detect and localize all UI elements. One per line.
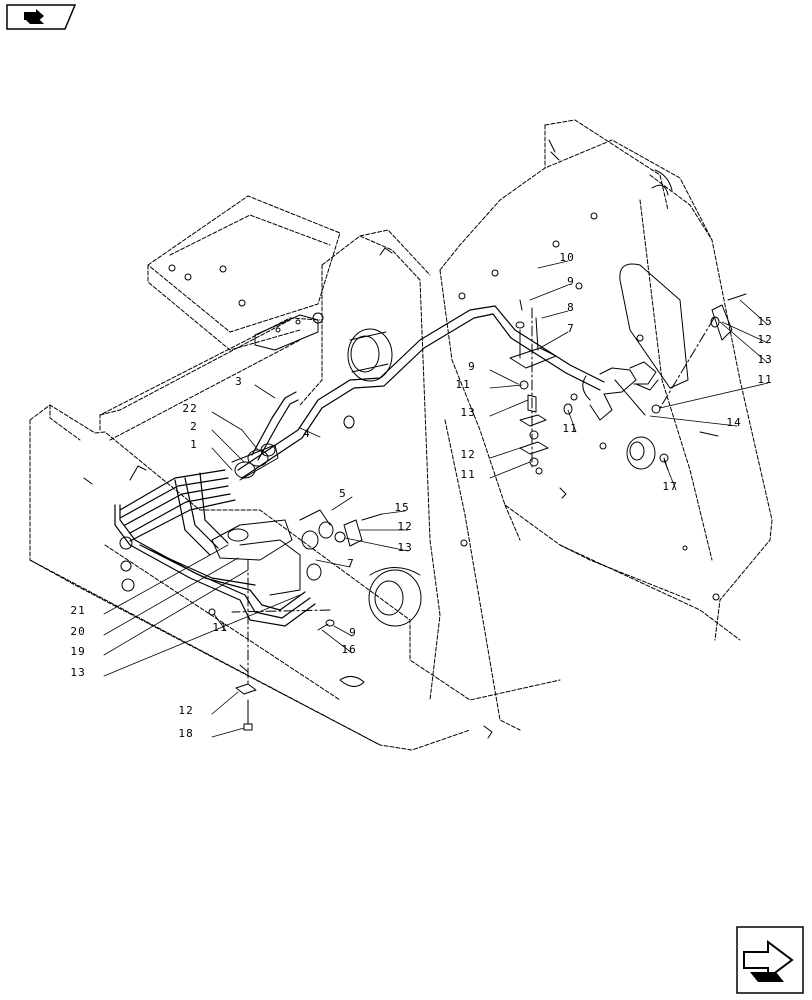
- callout-1: 1: [190, 438, 198, 451]
- center-bushing: [343, 328, 393, 429]
- callout-11: 11: [212, 621, 228, 634]
- callout-15: 15: [394, 501, 410, 514]
- next-page-button[interactable]: [736, 926, 804, 994]
- chassis-rail-left: [29, 404, 561, 751]
- callout-4: 4: [303, 427, 311, 440]
- callout-15: 15: [757, 315, 773, 328]
- rear-frame-holes: [168, 264, 246, 307]
- callout-21: 21: [70, 604, 86, 617]
- callout-18: 18: [178, 727, 194, 740]
- callout-8: 8: [567, 301, 575, 314]
- frame-bracket: [254, 247, 393, 351]
- callout-5: 5: [339, 487, 347, 500]
- callout-17: 17: [662, 480, 678, 493]
- lower-pivot: [368, 567, 422, 627]
- callout-14: 14: [726, 416, 742, 429]
- callout-12: 12: [460, 448, 476, 461]
- callout-10: 10: [559, 251, 575, 264]
- clamp-upper: [509, 299, 573, 467]
- callout-7: 7: [347, 557, 355, 570]
- callout-12: 12: [757, 333, 773, 346]
- hydraulic-tube-bundle: [114, 305, 605, 627]
- callout-13: 13: [757, 353, 773, 366]
- callout-9: 9: [567, 275, 575, 288]
- callout-13: 13: [70, 666, 86, 679]
- callout-22: 22: [182, 402, 198, 415]
- callout-11: 11: [757, 373, 773, 386]
- nav-folder-icon: [6, 4, 77, 30]
- center-upright: [299, 229, 441, 701]
- clamp-middle: [208, 513, 383, 631]
- callout-11: 11: [455, 378, 471, 391]
- callout-13: 13: [397, 541, 413, 554]
- clamp-lower: [235, 683, 257, 731]
- callout-7: 7: [567, 322, 575, 335]
- callout-2: 2: [190, 420, 198, 433]
- callout-leaders: [103, 260, 769, 738]
- callout-9: 9: [468, 360, 476, 373]
- callout-11: 11: [460, 468, 476, 481]
- arrow-next-icon: [736, 926, 804, 994]
- manifold-block: [211, 509, 334, 596]
- callout-9: 9: [349, 626, 357, 639]
- callout-20: 20: [70, 625, 86, 638]
- callout-12: 12: [178, 704, 194, 717]
- callout-12: 12: [397, 520, 413, 533]
- tower-holes: [458, 139, 720, 601]
- rail-holes: [83, 465, 493, 739]
- callout-3: 3: [235, 375, 243, 388]
- previous-page-button[interactable]: [6, 4, 77, 30]
- callout-16: 16: [341, 643, 357, 656]
- rear-frame-left: [99, 195, 341, 441]
- callout-13: 13: [460, 406, 476, 419]
- leader-centerlines: [231, 307, 715, 685]
- right-fittings: [582, 361, 659, 421]
- callout-11: 11: [562, 422, 578, 435]
- right-tower: [439, 119, 773, 731]
- callout-19: 19: [70, 645, 86, 658]
